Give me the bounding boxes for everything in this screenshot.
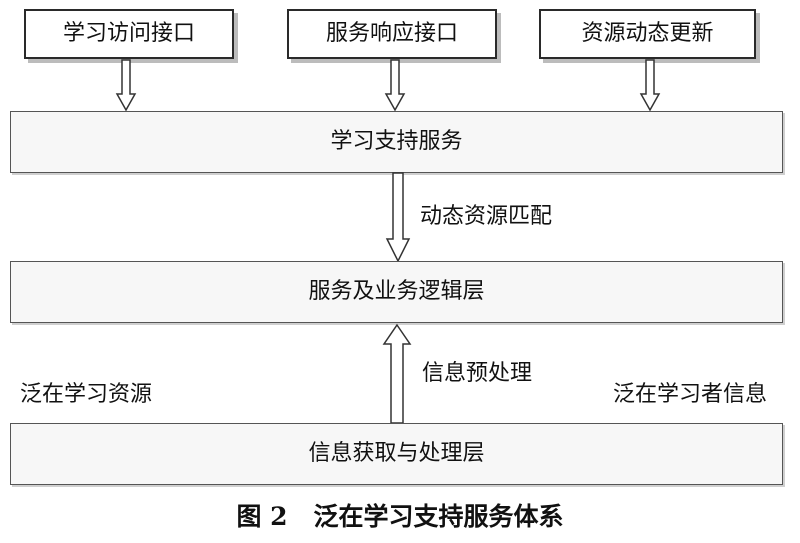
ubiquitous-learner-info-label: 泛在学习者信息: [613, 382, 768, 407]
ubiquitous-learning-resources-label: 泛在学习资源: [20, 382, 153, 407]
info-preprocessing-arrow: [382, 323, 412, 424]
down-arrow-1: [115, 59, 137, 112]
service-business-logic-layer: 服务及业务逻辑层: [10, 261, 783, 323]
resource-dynamic-update-box: 资源动态更新: [539, 9, 756, 59]
info-preprocessing-label: 信息预处理: [422, 361, 533, 386]
down-arrow-2: [384, 59, 406, 112]
service-response-interface-box: 服务响应接口: [287, 9, 497, 59]
figure-caption: 图 2 泛在学习支持服务体系: [0, 504, 800, 529]
down-arrow-3: [639, 59, 661, 112]
figure-title: 泛在学习支持服务体系: [313, 502, 564, 531]
dynamic-matching-label: 动态资源匹配: [420, 204, 553, 229]
dynamic-matching-arrow: [385, 172, 411, 263]
learning-support-service-layer: 学习支持服务: [10, 111, 783, 173]
info-acquisition-processing-layer: 信息获取与处理层: [10, 423, 783, 485]
figure-number: 图 2: [236, 502, 288, 531]
learning-access-interface-box: 学习访问接口: [24, 9, 234, 59]
